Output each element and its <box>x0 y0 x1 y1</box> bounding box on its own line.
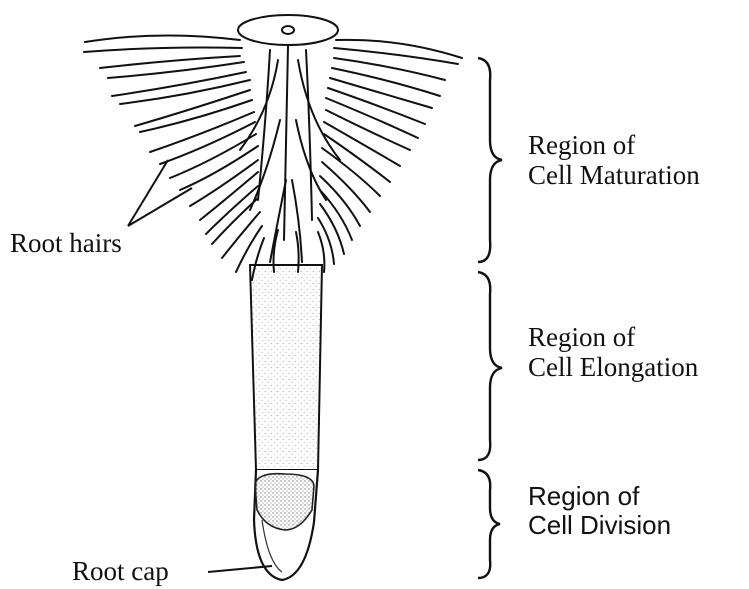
root-hairs-label: Root hairs <box>10 228 122 258</box>
root-hairs-mass <box>84 15 462 280</box>
root-cap-label: Root cap <box>72 556 169 586</box>
region-division-line2: Cell Division <box>528 511 671 540</box>
region-maturation-label: Region of Cell Maturation <box>528 130 700 190</box>
root-body <box>250 265 322 470</box>
root-hairs-pointer <box>128 160 192 226</box>
root-cap-pointer <box>208 566 272 572</box>
region-elongation-label: Region of Cell Elongation <box>528 322 698 382</box>
brace-division <box>478 470 500 578</box>
region-division-line1: Region of <box>528 482 671 511</box>
region-braces <box>478 58 502 578</box>
region-division-label: Region of Cell Division <box>528 482 671 540</box>
region-elongation-line1: Region of <box>528 322 698 352</box>
brace-maturation <box>478 58 502 262</box>
region-maturation-line2: Cell Maturation <box>528 160 700 190</box>
region-elongation-line2: Cell Elongation <box>528 352 698 382</box>
brace-elongation <box>478 272 502 460</box>
region-maturation-line1: Region of <box>528 130 700 160</box>
